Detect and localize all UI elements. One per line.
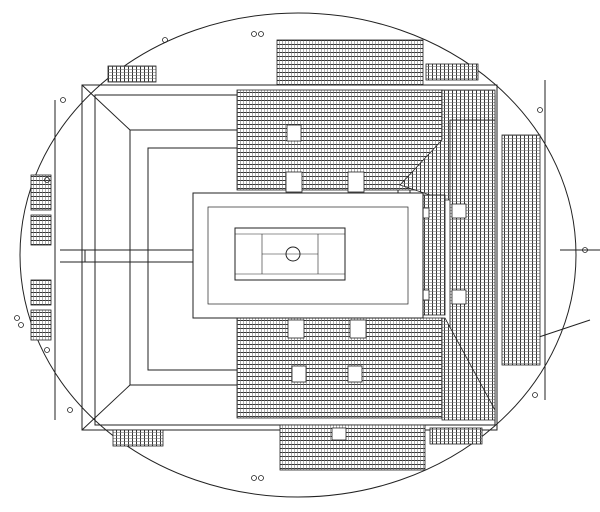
seating-small-se [429, 427, 483, 445]
seating-north-upper [276, 39, 424, 86]
vomitories [285, 124, 467, 441]
seating-small-sw [112, 429, 164, 447]
tennis-court [234, 227, 346, 281]
seating-small-nw [107, 65, 157, 83]
seating-west-1 [30, 174, 52, 211]
seating-north [236, 89, 443, 191]
court-surround [207, 206, 409, 305]
seating-west-4 [30, 309, 52, 341]
center-circle [285, 246, 301, 262]
seating-south-lower [279, 424, 426, 471]
grid-markers [14, 31, 588, 481]
seating-east-far [501, 134, 541, 366]
site-boundary-ellipse [19, 12, 577, 498]
court-area [192, 192, 424, 319]
seating-small-ne [425, 63, 479, 81]
seating-west-3 [30, 279, 52, 306]
seating-south [236, 317, 443, 419]
seating-west-2 [30, 214, 52, 246]
seating-southeast-corner [441, 317, 496, 421]
floor-slab [192, 192, 424, 319]
